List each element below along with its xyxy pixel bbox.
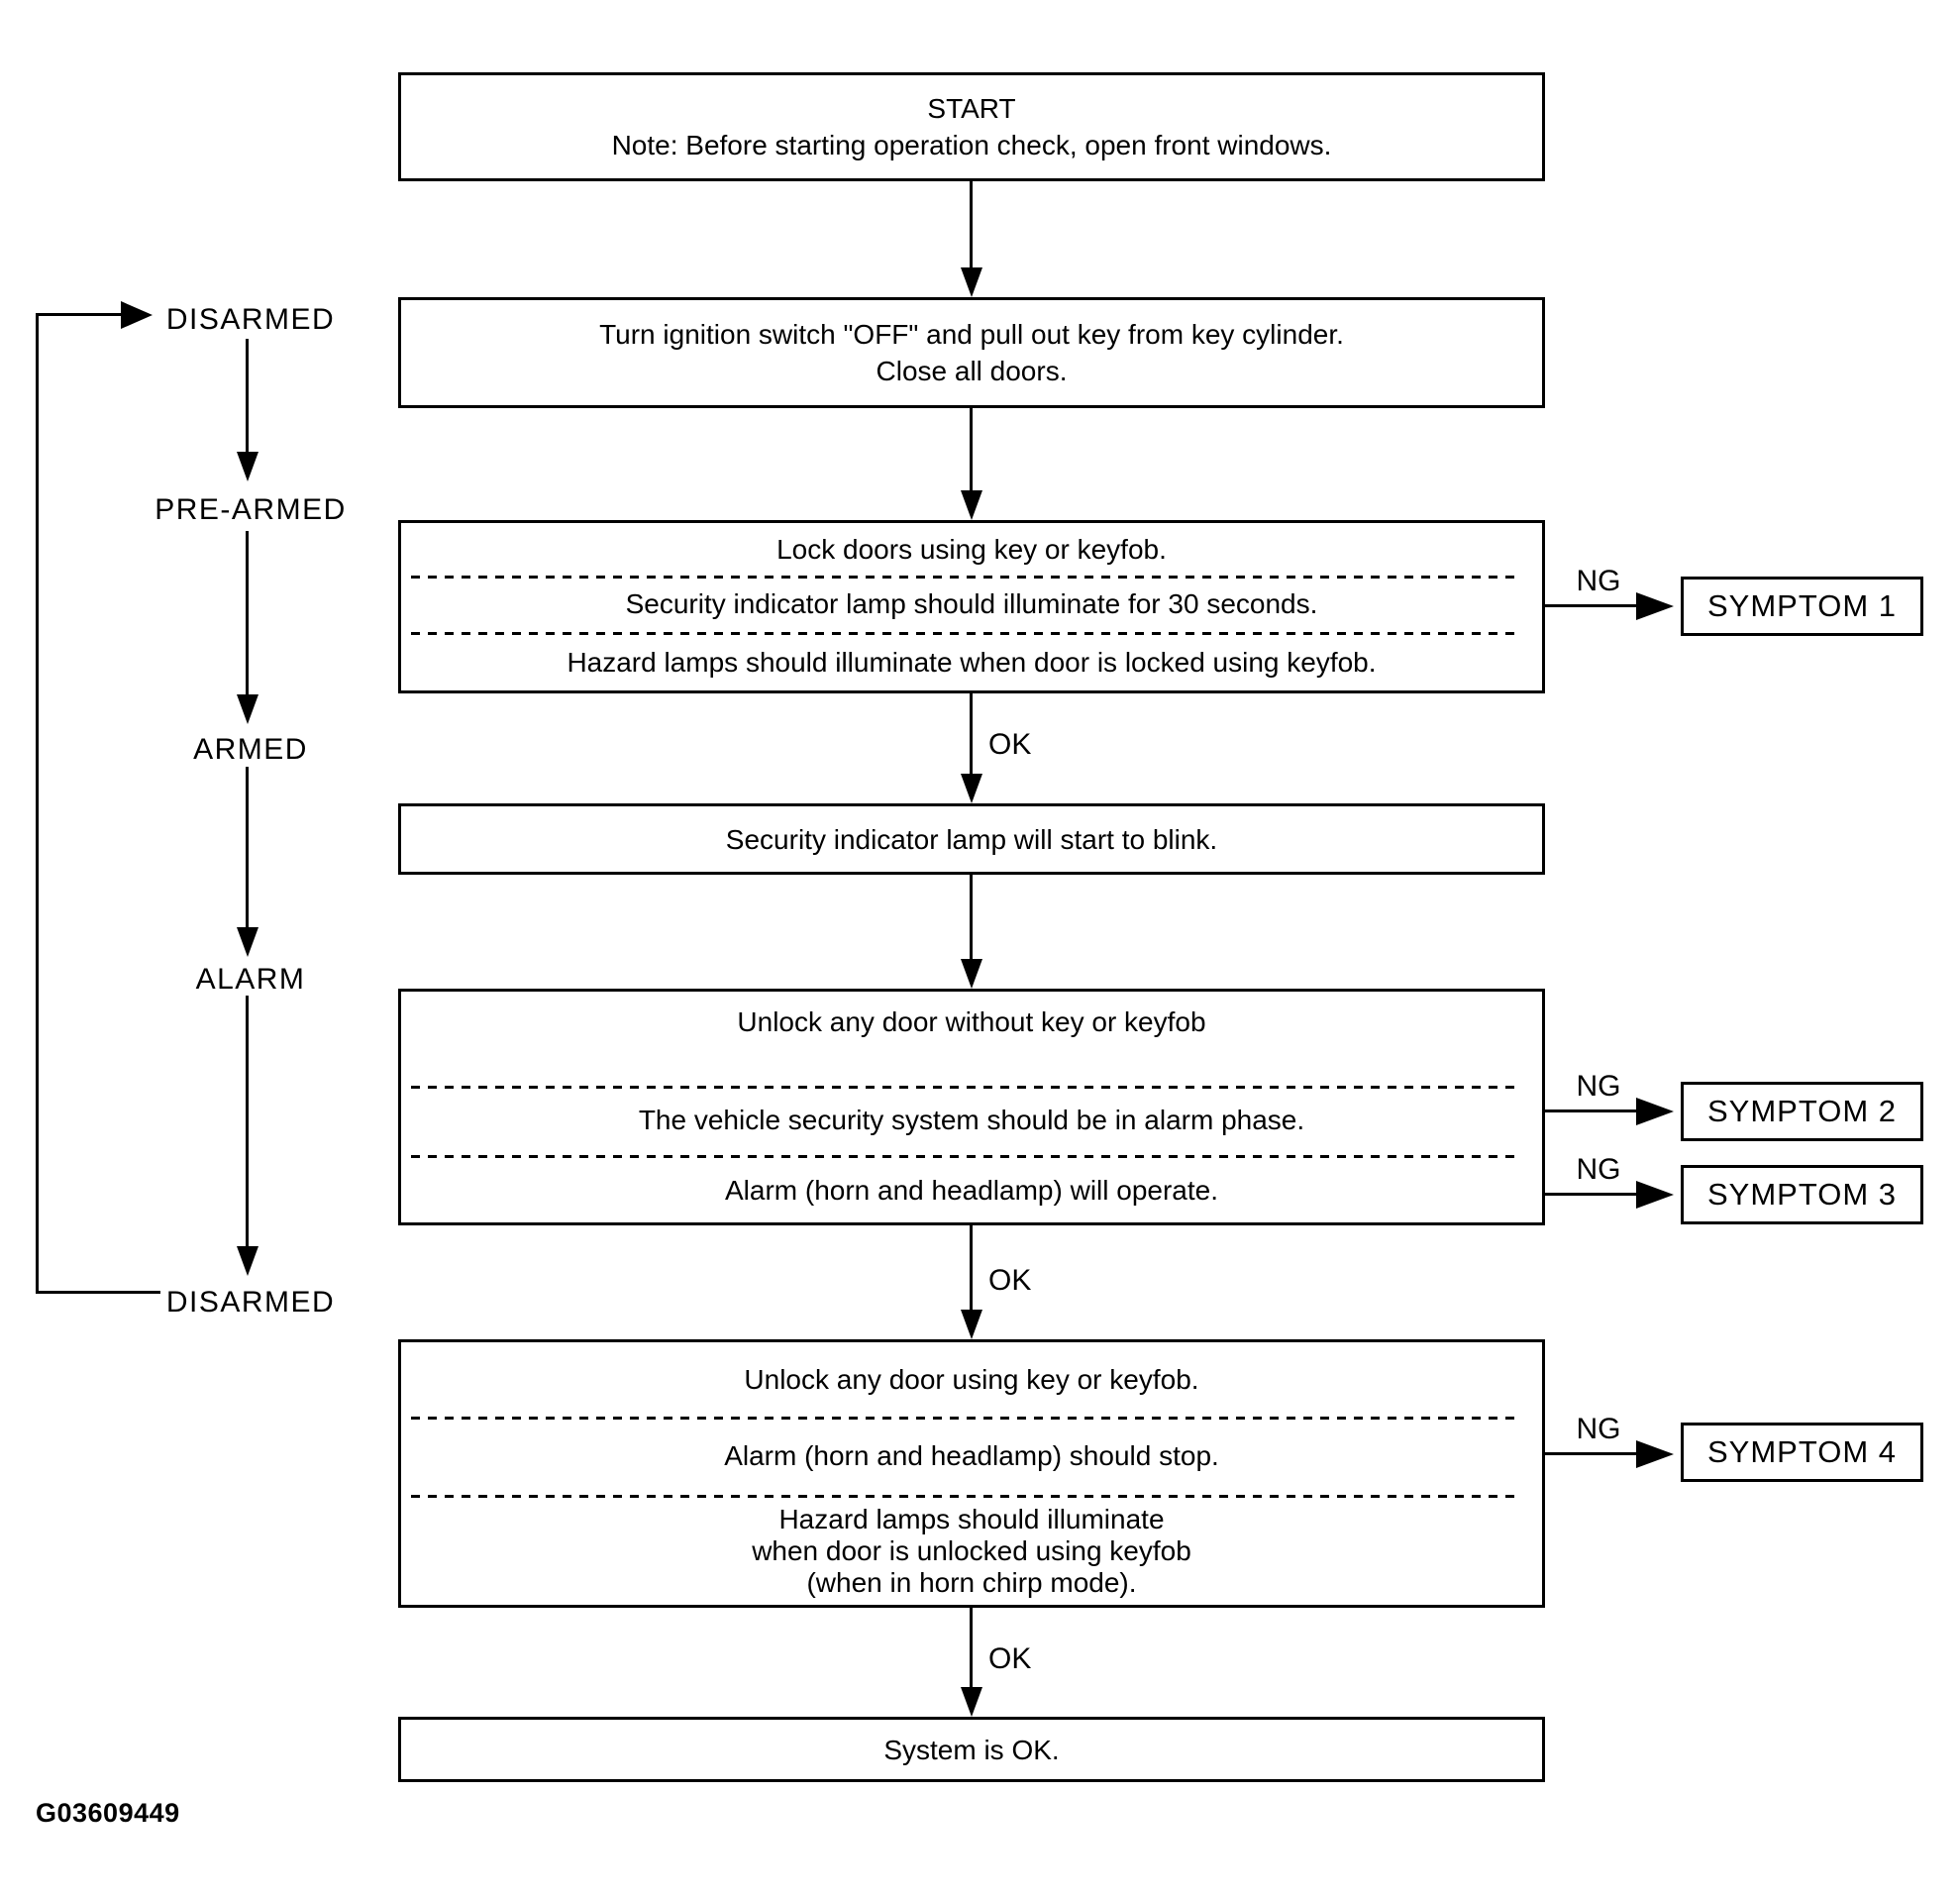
loop-line-vertical — [36, 314, 39, 1293]
hazard-unlock-step: Hazard lamps should illuminate when door… — [401, 1495, 1542, 1608]
lock-doors-box: Lock doors using key or keyfob. Security… — [398, 520, 1545, 693]
state-label-armed: ARMED — [193, 733, 308, 766]
lock-doors-step: Lock doors using key or keyfob. — [776, 533, 1167, 565]
ng-label-3: NG — [1576, 1153, 1621, 1186]
ng-arrow-3 — [1545, 1193, 1636, 1196]
symptom-1-box: SYMPTOM 1 — [1681, 577, 1923, 636]
symptom-2-box: SYMPTOM 2 — [1681, 1082, 1923, 1141]
dashed-separator — [411, 576, 1520, 579]
symptom-3-label: SYMPTOM 3 — [1706, 1177, 1898, 1212]
state-label-pre-armed: PRE-ARMED — [155, 493, 347, 526]
ng-label-1: NG — [1576, 565, 1621, 597]
ng-arrow-2-head-icon — [1636, 1098, 1674, 1125]
flow-arrow-1-head-icon — [961, 267, 982, 297]
ng-arrow-1-head-icon — [1636, 592, 1674, 620]
ok-label-1: OK — [988, 728, 1032, 761]
flow-arrow-6 — [970, 1608, 973, 1687]
loop-arrowhead-icon — [121, 301, 153, 329]
unlock-with-key-box: Unlock any door using key or keyfob. Ala… — [398, 1339, 1545, 1608]
flow-arrow-4-head-icon — [961, 959, 982, 989]
system-ok-text: System is OK. — [883, 1734, 1060, 1765]
unlock-no-key-step: Unlock any door without key or keyfob — [737, 1006, 1206, 1037]
flow-arrow-5 — [970, 1225, 973, 1310]
blink-step: Security indicator lamp will start to bl… — [725, 823, 1218, 855]
unlock-without-key-box: Unlock any door without key or keyfob Th… — [398, 989, 1545, 1225]
figure-id: G03609449 — [36, 1798, 180, 1828]
symptom-4-label: SYMPTOM 4 — [1706, 1434, 1898, 1469]
dashed-separator — [411, 632, 1520, 635]
state-arrow-2-head-icon — [237, 694, 258, 724]
state-label-disarmed-bottom: DISARMED — [165, 1286, 336, 1319]
ignition-line1: Turn ignition switch "OFF" and pull out … — [599, 319, 1344, 350]
start-title: START — [927, 93, 1016, 124]
alarm-phase-step: The vehicle security system should be in… — [638, 1105, 1305, 1135]
unlock-key-step: Unlock any door using key or keyfob. — [744, 1363, 1199, 1395]
hazard-unlock-line2: when door is unlocked using keyfob — [752, 1535, 1191, 1566]
dashed-separator — [411, 1495, 1520, 1498]
ignition-line2: Close all doors. — [876, 356, 1068, 386]
system-ok-box: System is OK. — [398, 1717, 1545, 1782]
flow-arrow-1 — [970, 181, 973, 267]
state-label-disarmed-top: DISARMED — [165, 303, 336, 336]
loop-line-bottom — [36, 1291, 160, 1294]
ng-label-4: NG — [1576, 1413, 1621, 1445]
ng-arrow-4-head-icon — [1636, 1440, 1674, 1468]
state-arrow-2 — [246, 531, 249, 694]
state-arrow-3 — [246, 767, 249, 927]
start-box: START Note: Before starting operation ch… — [398, 72, 1545, 181]
state-arrow-4 — [246, 996, 249, 1246]
alarm-stop-step: Alarm (horn and headlamp) should stop. — [724, 1439, 1219, 1471]
ng-arrow-1 — [1545, 604, 1636, 607]
symptom-1-label: SYMPTOM 1 — [1706, 588, 1898, 623]
ng-arrow-2 — [1545, 1109, 1636, 1112]
state-label-alarm: ALARM — [195, 963, 306, 996]
indicator-30s-step: Security indicator lamp should illuminat… — [625, 587, 1318, 619]
symptom-4-box: SYMPTOM 4 — [1681, 1423, 1923, 1482]
state-arrow-1-head-icon — [237, 452, 258, 481]
state-arrow-4-head-icon — [237, 1246, 258, 1276]
state-arrow-1 — [246, 339, 249, 452]
flow-arrow-4 — [970, 875, 973, 959]
ng-arrow-4 — [1545, 1452, 1636, 1455]
symptom-3-box: SYMPTOM 3 — [1681, 1165, 1923, 1224]
flow-arrow-2 — [970, 408, 973, 490]
ok-label-2: OK — [988, 1264, 1032, 1297]
alarm-operate-step: Alarm (horn and headlamp) will operate. — [724, 1174, 1219, 1206]
dashed-separator — [411, 1155, 1520, 1158]
hazard-unlock-line3: (when in horn chirp mode). — [806, 1567, 1137, 1598]
hazard-lock-step: Hazard lamps should illuminate when door… — [567, 647, 1377, 678]
flow-arrow-3-head-icon — [961, 774, 982, 803]
symptom-2-label: SYMPTOM 2 — [1706, 1094, 1898, 1128]
indicator-blink-box: Security indicator lamp will start to bl… — [398, 803, 1545, 875]
flow-arrow-3 — [970, 693, 973, 774]
ok-label-3: OK — [988, 1642, 1032, 1675]
loop-line-top — [36, 313, 121, 316]
dashed-separator — [411, 1417, 1520, 1420]
start-note: Note: Before starting operation check, o… — [611, 130, 1332, 160]
flow-arrow-5-head-icon — [961, 1310, 982, 1339]
ng-arrow-3-head-icon — [1636, 1181, 1674, 1209]
flow-arrow-6-head-icon — [961, 1687, 982, 1717]
dashed-separator — [411, 1086, 1520, 1089]
hazard-unlock-line1: Hazard lamps should illuminate — [778, 1504, 1165, 1534]
state-arrow-3-head-icon — [237, 927, 258, 957]
flow-arrow-2-head-icon — [961, 490, 982, 520]
turn-ignition-box: Turn ignition switch "OFF" and pull out … — [398, 297, 1545, 408]
ng-label-2: NG — [1576, 1070, 1621, 1103]
